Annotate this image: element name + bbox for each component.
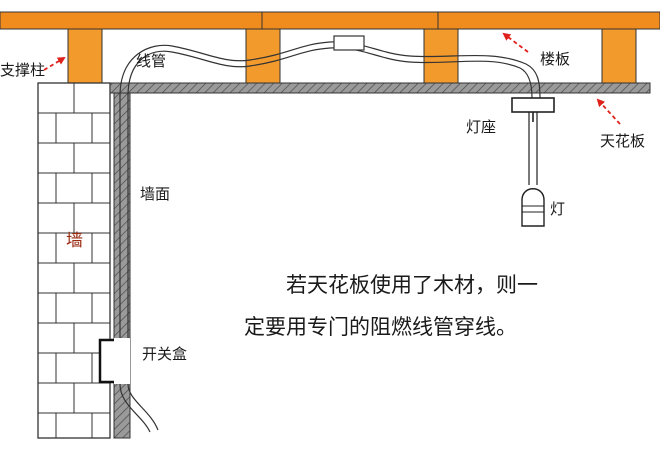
conduit-coupler xyxy=(333,35,365,51)
lamp-base-shape xyxy=(511,97,555,122)
arrow-ceiling xyxy=(596,98,621,125)
support-post xyxy=(245,28,281,84)
label-support-post: 支撑柱 xyxy=(0,61,45,79)
label-lamp-base: 灯座 xyxy=(466,118,496,136)
note-line-2: 定要用专门的阻燃线管穿线。 xyxy=(244,315,517,339)
conduit-pipe xyxy=(119,41,541,433)
switch-box-shape xyxy=(98,338,130,384)
label-floor-slab: 楼板 xyxy=(540,50,570,68)
label-arrows xyxy=(43,32,621,125)
label-conduit: 线管 xyxy=(136,52,166,70)
support-post xyxy=(601,28,637,84)
lamp-shape xyxy=(521,112,545,227)
floor-slab xyxy=(0,11,660,30)
label-wall-surface: 墙面 xyxy=(140,185,170,203)
label-ceiling: 天花板 xyxy=(600,132,645,150)
note-line-1: 若天花板使用了木材，则一 xyxy=(286,273,538,297)
arrow-support-post xyxy=(43,56,66,71)
label-wall: 墙 xyxy=(66,231,83,251)
support-post xyxy=(67,28,103,84)
ceiling-board xyxy=(109,82,651,94)
brick-wall xyxy=(37,82,111,439)
label-switch-box: 开关盒 xyxy=(142,345,187,363)
label-lamp: 灯 xyxy=(550,200,565,218)
arrow-floor-slab xyxy=(502,32,529,53)
